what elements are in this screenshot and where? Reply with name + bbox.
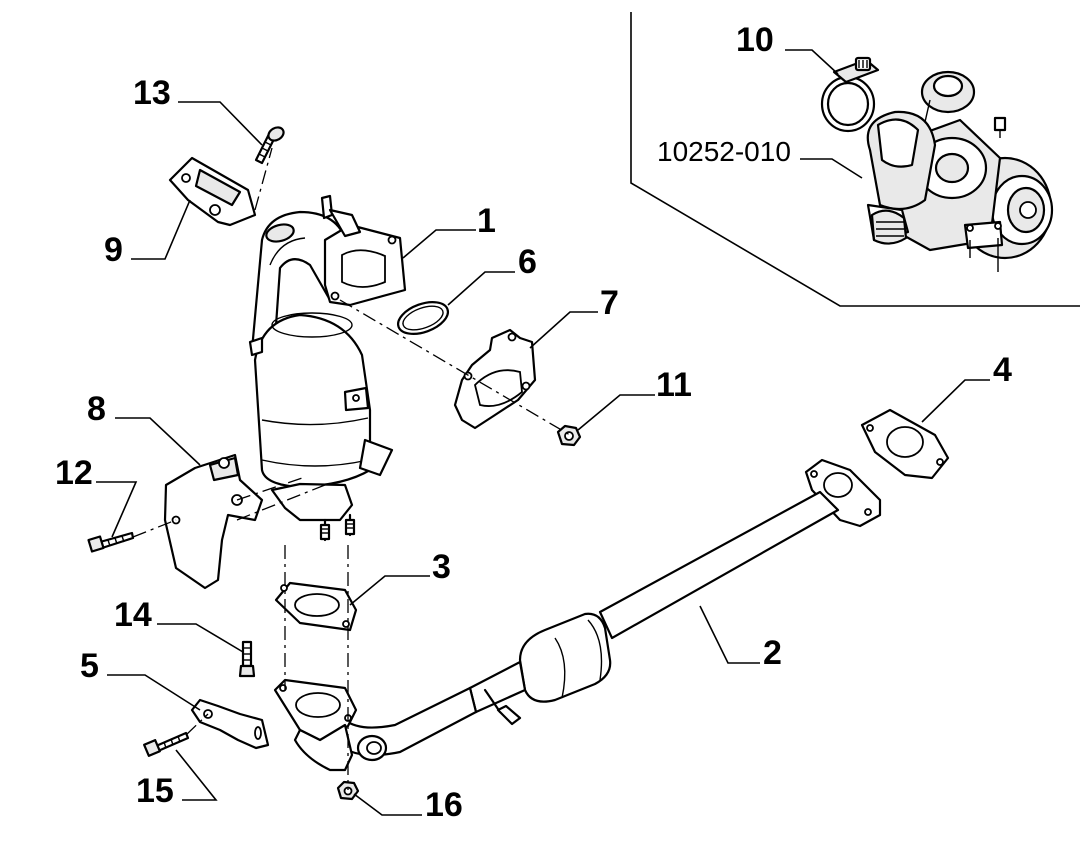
part-16-nut [336, 780, 360, 801]
callout-7[interactable]: 7 [600, 284, 619, 322]
part-9-bracket [168, 156, 257, 227]
callout-3[interactable]: 3 [432, 548, 451, 586]
callout-labels: 1 2 3 4 5 6 7 8 9 10 11 12 13 14 15 16 1… [55, 21, 1012, 824]
callout-5[interactable]: 5 [80, 647, 99, 685]
part-1-catalytic-converter [248, 194, 407, 542]
part-12-bolt [87, 531, 135, 553]
callout-16[interactable]: 16 [425, 786, 463, 824]
leader-lines [96, 49, 990, 816]
part-4-gasket [860, 408, 950, 480]
part-6-o-ring [397, 301, 449, 335]
part-10-hose-clamp [820, 56, 880, 133]
part-11-nut [556, 424, 582, 447]
callout-2[interactable]: 2 [763, 634, 782, 672]
part-13-bolt [254, 126, 285, 165]
part-7-gasket [453, 328, 537, 430]
callout-13[interactable]: 13 [133, 74, 171, 112]
part-5-bracket [190, 698, 270, 750]
callout-6[interactable]: 6 [518, 243, 537, 281]
part-3-gasket [274, 581, 358, 632]
turbocharger-illustration [866, 70, 1054, 272]
part-8-bracket [163, 453, 264, 590]
callout-1[interactable]: 1 [477, 202, 496, 240]
callout-8[interactable]: 8 [87, 390, 106, 428]
assembly-centerlines [132, 147, 571, 790]
callout-14[interactable]: 14 [114, 596, 152, 634]
callout-11[interactable]: 11 [656, 366, 692, 404]
part-15-bolt [143, 731, 190, 757]
callout-15[interactable]: 15 [136, 772, 174, 810]
part-2-front-pipe [273, 458, 882, 772]
callout-12[interactable]: 12 [55, 454, 93, 492]
callout-10[interactable]: 10 [736, 21, 774, 59]
callout-4[interactable]: 4 [993, 351, 1012, 389]
callout-9[interactable]: 9 [104, 231, 123, 269]
part-14-bolt [238, 640, 256, 678]
turbo-inset-panel [630, 12, 1080, 307]
reference-number-turbocharger[interactable]: 10252-010 [657, 136, 791, 167]
